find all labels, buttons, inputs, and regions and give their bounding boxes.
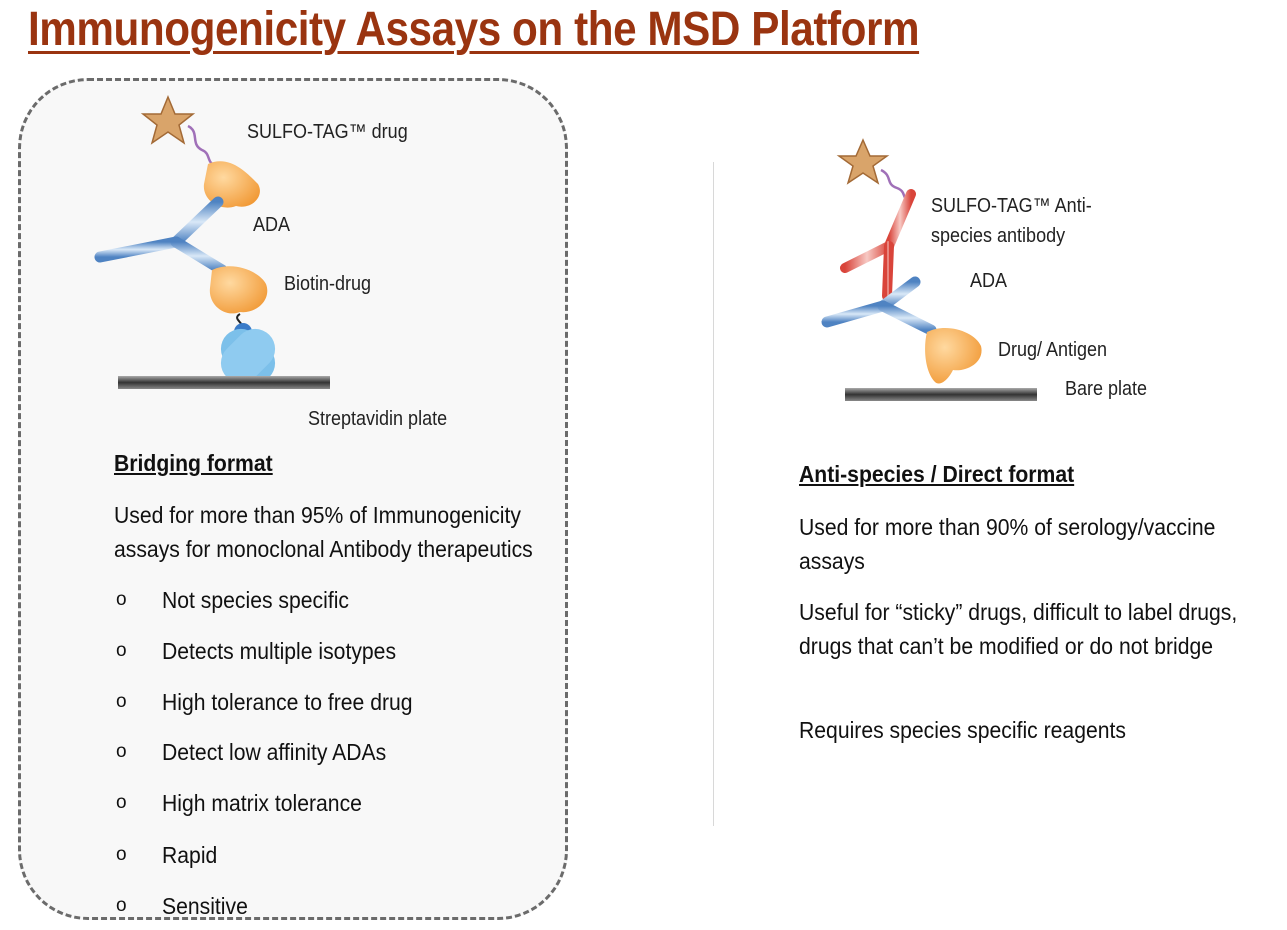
ada-antibody-shape bbox=[94, 196, 228, 276]
bullet-marker: o bbox=[116, 844, 127, 865]
bullet-text: Not species specific bbox=[162, 587, 349, 613]
column-divider bbox=[713, 162, 714, 826]
bullet-marker: o bbox=[116, 741, 127, 762]
drug-antigen-label: Drug/ Antigen bbox=[998, 339, 1108, 361]
bullet-text: Detect low affinity ADAs bbox=[162, 739, 387, 765]
bullet-marker: o bbox=[116, 895, 127, 916]
biotin-drug-label: Biotin-drug bbox=[284, 273, 372, 295]
ada-label: ADA bbox=[253, 214, 291, 236]
bullet-text: High matrix tolerance bbox=[162, 790, 362, 816]
bullet-marker: o bbox=[116, 792, 127, 813]
bullet-marker: o bbox=[116, 691, 127, 712]
bullet-text: Rapid bbox=[162, 842, 218, 868]
anti-species-antibody-shape bbox=[840, 189, 916, 301]
anti-species-format-heading: Anti-species / Direct format bbox=[799, 461, 1075, 487]
bullet-marker: o bbox=[116, 640, 127, 661]
sulfo-tag-star-icon bbox=[836, 138, 890, 185]
streptavidin-plate bbox=[118, 376, 330, 389]
bare-plate bbox=[845, 388, 1037, 401]
anti-species-paragraph-1: Used for more than 90% of serology/vacci… bbox=[799, 514, 1216, 574]
anti-species-assay-diagram bbox=[821, 138, 1037, 401]
bullet-text: High tolerance to free drug bbox=[162, 689, 413, 715]
sulfo-tag-drug-shape bbox=[203, 161, 260, 208]
drug-antigen-shape bbox=[925, 327, 982, 384]
bare-plate-label: Bare plate bbox=[1065, 378, 1148, 400]
sulfo-tag-anti-species-label-line2: species antibody bbox=[931, 225, 1066, 247]
anti-species-paragraph-2: Useful for “sticky” drugs, difficult to … bbox=[799, 599, 1238, 659]
streptavidin-shape bbox=[220, 328, 276, 384]
page-title: Immunogenicity Assays on the MSD Platfor… bbox=[28, 3, 920, 56]
bridging-assay-diagram bbox=[94, 95, 330, 389]
bridging-format-heading: Bridging format bbox=[114, 450, 273, 476]
bullet-marker: o bbox=[116, 589, 127, 610]
ada-label: ADA bbox=[970, 270, 1008, 292]
ada-antibody-shape bbox=[821, 276, 937, 336]
bridging-format-panel bbox=[18, 78, 568, 920]
bridging-format-description: Used for more than 95% of Immunogenicity… bbox=[114, 502, 533, 562]
bullet-text: Sensitive bbox=[162, 893, 248, 919]
biotin-drug-shape bbox=[209, 266, 268, 314]
sulfo-tag-anti-species-label-line1: SULFO-TAG™ Anti- bbox=[931, 195, 1092, 217]
bullet-text: Detects multiple isotypes bbox=[162, 638, 397, 664]
anti-species-paragraph-3: Requires species specific reagents bbox=[799, 717, 1126, 743]
sulfo-tag-drug-label: SULFO-TAG™ drug bbox=[247, 121, 408, 143]
streptavidin-plate-label: Streptavidin plate bbox=[308, 408, 448, 430]
sulfo-tag-star-icon bbox=[140, 95, 196, 145]
